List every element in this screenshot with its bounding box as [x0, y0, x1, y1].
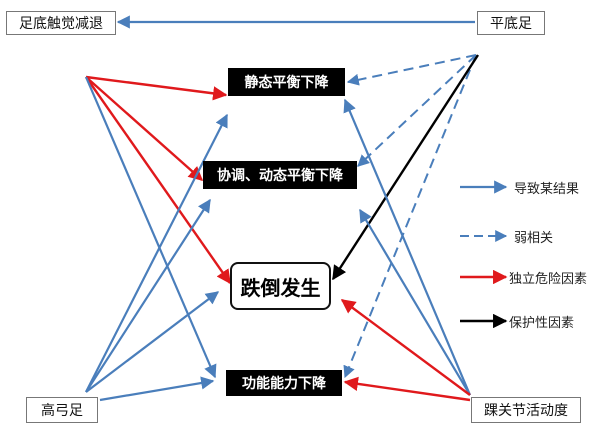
node-sole-sensation-label: 足底触觉减退 — [19, 16, 103, 32]
node-high-arch-label: 高弓足 — [41, 403, 83, 419]
arrow-higharch-to-function — [99, 376, 215, 402]
arrow-hub-to-function — [84, 76, 217, 379]
arrow-ankle-to-coordination — [359, 208, 471, 396]
node-function-label: 功能能力下降 — [242, 376, 326, 392]
node-flatfoot-label: 平底足 — [490, 16, 532, 32]
node-static-balance: 静态平衡下降 — [228, 68, 345, 96]
legend-weak-correlation-label: 弱相关 — [514, 231, 554, 246]
node-ankle-rom: 踝关节活动度 — [471, 397, 581, 423]
legend-independent-risk-label: 独立危险因素 — [509, 272, 588, 287]
arrow-higharch-to-fall — [85, 291, 220, 393]
node-function: 功能能力下降 — [226, 370, 342, 396]
arrow-ankle-to-static-balance — [343, 98, 472, 396]
arrow-higharch-to-fall-risk — [85, 76, 231, 285]
node-coordination-label: 协调、动态平衡下降 — [217, 168, 343, 184]
node-flatfoot: 平底足 — [477, 11, 545, 35]
node-high-arch: 高弓足 — [26, 397, 98, 423]
legend-cause-effect-label: 导致某结果 — [514, 182, 580, 197]
arrow-flatfoot-to-coordination-weak — [357, 54, 477, 167]
arrow-ankle-to-fall-risk — [340, 299, 471, 396]
arrow-higharch-to-static-balance-risk — [85, 75, 228, 101]
node-static-balance-label: 静态平衡下降 — [244, 75, 329, 91]
arrow-higharch-to-coordination-risk — [85, 76, 204, 181]
arrow-higharch-to-coordination — [85, 198, 211, 393]
legend-protective-label: 保护性因素 — [509, 316, 575, 331]
node-fall: 跌倒发生 — [230, 262, 331, 310]
node-sole-sensation: 足底触觉减退 — [6, 11, 116, 35]
arrow-ankle-to-function-risk — [343, 376, 471, 402]
node-ankle-rom-label: 踝关节活动度 — [484, 403, 568, 419]
node-coordination: 协调、动态平衡下降 — [203, 161, 357, 189]
arrow-flatfoot-to-function-weak — [343, 54, 477, 379]
arrow-flatfoot-to-fall-protective — [331, 54, 480, 281]
arrow-higharch-to-static-balance — [85, 113, 228, 393]
node-fall-label: 跌倒发生 — [240, 275, 321, 300]
arrow-flatfoot-to-static-balance-weak — [346, 54, 477, 86]
